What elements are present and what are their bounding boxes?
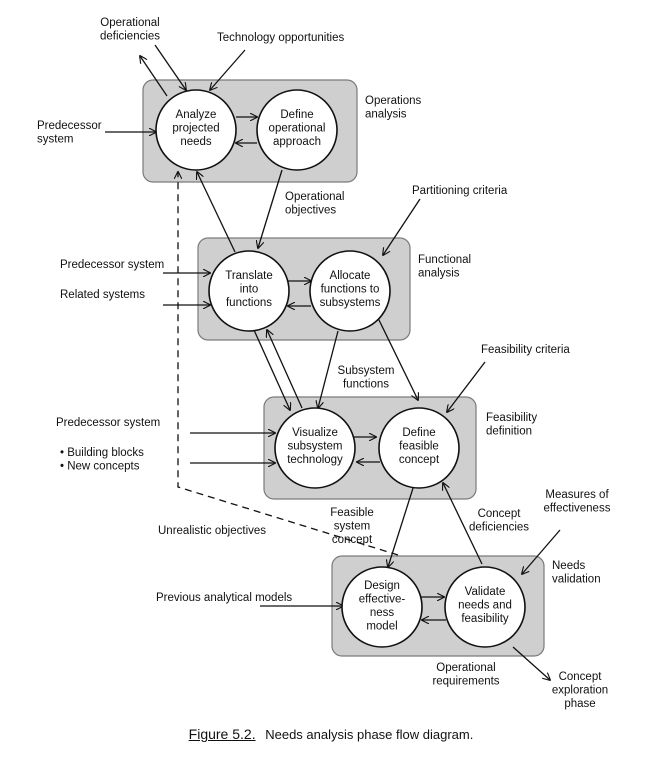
- label-predecessor-system-2: Predecessor system: [60, 259, 164, 271]
- label-previous-analytical-models: Previous analytical models: [156, 592, 292, 604]
- label-related-systems: Related systems: [60, 289, 145, 301]
- node-visualize-technology: [274, 407, 356, 489]
- edge-define-op-to-translate: [258, 169, 283, 248]
- node-translate-functions: [208, 250, 290, 332]
- edge-tech-opportunities: [210, 49, 246, 90]
- edge-to-concept-exploration: [512, 646, 550, 680]
- edge-translate-to-visualize: [253, 329, 290, 410]
- edge-measures: [522, 529, 561, 574]
- figure-number: Figure 5.2.: [188, 726, 256, 742]
- edge-partitioning: [383, 198, 421, 255]
- node-validate-needs: [444, 566, 526, 648]
- edge-analyze-to-deficiencies: [140, 56, 168, 97]
- label-partitioning-criteria: Partitioning criteria: [412, 185, 508, 197]
- edge-allocate-to-define-feasible: [377, 317, 418, 400]
- label-building-blocks: • Building blocks• New concepts: [60, 447, 144, 473]
- edge-unrealistic-objectives: [178, 172, 399, 556]
- edge-validate-to-define-feasible: [443, 483, 483, 565]
- label-technology-opportunities: Technology opportunities: [217, 32, 344, 44]
- node-allocate-functions: [309, 250, 391, 332]
- edge-visualize-to-translate: [267, 330, 303, 409]
- edge-feasibility-criteria: [447, 361, 486, 412]
- edge-deficiencies-to-analyze: [154, 44, 186, 90]
- node-analyze-needs: [155, 89, 237, 171]
- figure-caption: Figure 5.2. Needs analysis phase flow di…: [0, 726, 662, 742]
- label-unrealistic-objectives: Unrealistic objectives: [158, 525, 266, 537]
- label-feasibility-criteria: Feasibility criteria: [481, 344, 570, 356]
- node-define-operational-approach: [256, 89, 338, 171]
- figure-caption-text: Needs analysis phase flow diagram.: [265, 727, 474, 742]
- edge-allocate-to-visualize: [318, 330, 339, 408]
- node-define-feasible-concept: [378, 407, 460, 489]
- label-predecessor-system-3: Predecessor system: [56, 417, 160, 429]
- edge-translate-to-analyze: [197, 172, 236, 253]
- node-design-effectiveness-model: [341, 566, 423, 648]
